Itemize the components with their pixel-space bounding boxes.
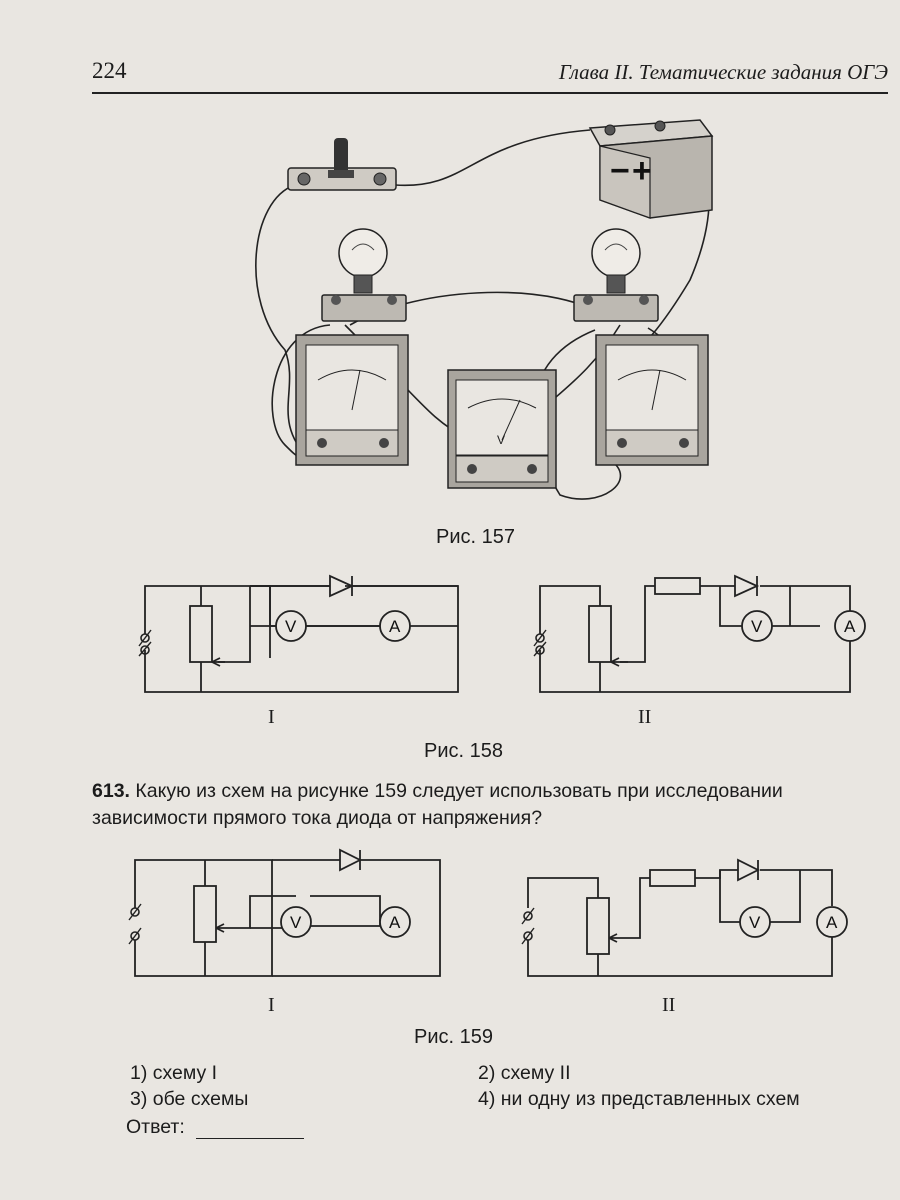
scheme-159-II-ammeter-icon: A (816, 906, 848, 938)
task-number: 613. (92, 780, 130, 802)
option-3[interactable]: 3) обе схемы (130, 1088, 249, 1110)
svg-text:V: V (290, 913, 302, 932)
scheme-159-II-voltmeter-icon: V (739, 906, 771, 938)
lamp-right-icon (573, 228, 659, 322)
figure-159-caption: Рис. 159 (414, 1026, 493, 1048)
answer-blank[interactable] (196, 1118, 305, 1139)
meter-left-icon (295, 334, 409, 466)
figure-159-circuits: V A V (128, 848, 848, 977)
scheme-158-II-terminals (533, 629, 547, 657)
scheme-158-I-ammeter-icon: A (379, 610, 411, 642)
figure-157-illustration: − + (255, 119, 714, 500)
battery-minus-sign: − (610, 152, 630, 190)
scheme-158-I-terminals (138, 629, 152, 657)
figure-158-circuits: V A V (138, 574, 866, 693)
meter-middle-icon: V (447, 369, 557, 489)
scheme-158-II-voltmeter-icon: V (741, 610, 773, 642)
figure-157-caption: Рис. 157 (436, 526, 515, 548)
scheme-158-I-voltmeter-icon: V (275, 610, 307, 642)
svg-text:V: V (751, 617, 763, 636)
lamp-left-icon (321, 228, 407, 322)
page-number: 224 (92, 58, 127, 83)
figure-158-caption: Рис. 158 (424, 740, 503, 762)
chapter-title: Глава II. Тематические задания ОГЭ (558, 60, 888, 84)
meter-right-icon (595, 334, 709, 466)
svg-text:V: V (285, 617, 297, 636)
scheme-158-label-I: I (268, 706, 275, 728)
scheme-158-label-II: II (638, 706, 652, 728)
task-text: Какую из схем на рисунке 159 следует исп… (92, 780, 783, 829)
battery-icon: − + (588, 119, 714, 219)
svg-text:A: A (389, 617, 401, 636)
option-2[interactable]: 2) схему II (478, 1062, 571, 1084)
answer-label: Ответ: (126, 1116, 185, 1138)
answer-row: Ответ: (126, 1116, 305, 1139)
svg-text:V: V (749, 913, 761, 932)
scheme-158-II-ammeter-icon: A (834, 610, 866, 642)
battery-plus-sign: + (632, 152, 652, 190)
scheme-159-I-terminals (128, 903, 142, 945)
scheme-159-label-II: II (662, 994, 676, 1016)
page-header: 224 Глава II. Тематические задания ОГЭ (92, 58, 888, 94)
scheme-159-II-terminals (521, 907, 535, 945)
option-1[interactable]: 1) схему I (130, 1062, 218, 1084)
meter-middle-v-label: V (497, 433, 505, 447)
svg-text:A: A (844, 617, 856, 636)
scheme-159-label-I: I (268, 994, 275, 1016)
svg-text:A: A (389, 913, 401, 932)
option-4[interactable]: 4) ни одну из представленных схем (478, 1088, 800, 1110)
switch-icon (287, 138, 397, 191)
scheme-159-I-voltmeter-icon: V (280, 906, 312, 938)
scheme-159-I-ammeter-icon: A (379, 906, 411, 938)
task-613: 613. Какую из схем на рисунке 159 следуе… (92, 778, 892, 832)
svg-text:A: A (826, 913, 838, 932)
